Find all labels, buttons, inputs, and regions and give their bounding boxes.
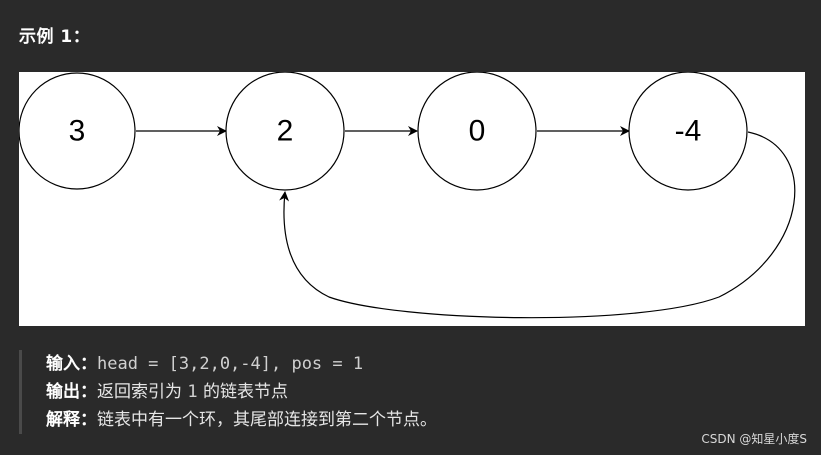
output-label: 输出： xyxy=(46,382,97,402)
example-title: 示例 1： xyxy=(19,27,91,47)
node-n0: 3 xyxy=(19,72,136,190)
node-n2: 0 xyxy=(417,72,537,191)
node-n1: 2 xyxy=(225,72,345,191)
output-index: 1 xyxy=(187,382,198,402)
watermark: CSDN @知星小度S xyxy=(701,432,807,446)
explain-label: 解释： xyxy=(46,410,97,430)
node-label-n1: 2 xyxy=(277,115,294,148)
output-line: 输出：返回索引为 1 的链表节点 xyxy=(46,378,696,406)
node-label-n3: -4 xyxy=(675,115,702,148)
node-label-n2: 0 xyxy=(469,115,486,148)
edge-n3-n1-cycle xyxy=(279,131,796,319)
explain-line: 解释：链表中有一个环，其尾部连接到第二个节点。 xyxy=(46,406,696,434)
linked-list-diagram: 3 2 0 -4 xyxy=(19,72,805,326)
node-n3: -4 xyxy=(628,72,748,191)
input-label: 输入： xyxy=(46,354,97,374)
diagram-canvas: 3 2 0 -4 xyxy=(19,72,796,319)
output-prefix: 返回索引为 xyxy=(97,382,188,402)
node-label-n0: 3 xyxy=(69,115,86,148)
explain-text: 链表中有一个环，其尾部连接到第二个节点。 xyxy=(97,410,437,430)
example-explanation: 输入：head = [3,2,0,-4], pos = 1 输出：返回索引为 1… xyxy=(19,350,696,434)
input-value: head = [3,2,0,-4], pos = 1 xyxy=(97,354,364,374)
input-line: 输入：head = [3,2,0,-4], pos = 1 xyxy=(46,350,696,378)
output-suffix: 的链表节点 xyxy=(197,382,289,402)
